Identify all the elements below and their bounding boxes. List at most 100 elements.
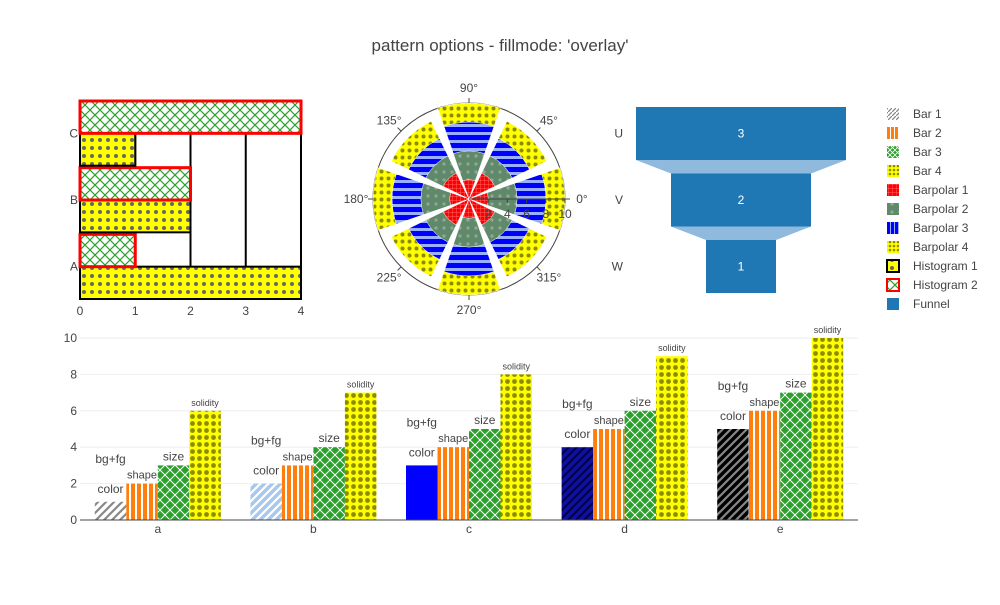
legend-label: Bar 1 xyxy=(913,107,942,121)
vertical-striped-blue-swatch xyxy=(887,222,899,234)
bar-y-tick-label: 10 xyxy=(64,331,78,345)
bar-y-tick-label: 4 xyxy=(70,440,77,454)
crosshatch-green-swatch xyxy=(887,146,899,158)
hist1-bar xyxy=(79,199,192,234)
polar-radial-tick-label: 10 xyxy=(558,207,572,221)
bar1-rect xyxy=(717,429,749,520)
bar2-text: shape xyxy=(749,397,779,409)
bar-panel: 0246810colorbg+fgshapesizesolidityacolor… xyxy=(64,325,858,536)
bar-y-tick-label: 8 xyxy=(70,367,77,381)
bar1-rect xyxy=(250,483,282,520)
bar2-rect xyxy=(281,465,314,520)
barpolar1-sector xyxy=(462,198,476,219)
legend-item: Histogram 2 xyxy=(886,278,978,292)
legend-item: Bar 3 xyxy=(887,145,942,159)
bar4-rect xyxy=(500,374,532,520)
bar4-rect xyxy=(811,338,844,520)
bar4-text: solidity xyxy=(814,325,842,335)
polar-angular-tick xyxy=(397,127,402,132)
bar2-text: shape xyxy=(127,470,157,482)
hist-x-tick-label: 3 xyxy=(242,304,249,318)
hist1-bar xyxy=(79,265,302,300)
barpolar1-sector xyxy=(468,172,496,200)
polar-angular-tick-label: 45° xyxy=(540,114,558,128)
barpolar2-sector xyxy=(453,150,485,200)
polar-angular-tick xyxy=(397,266,402,271)
legend-label: Bar 3 xyxy=(913,145,942,159)
legend-item: Barpolar 2 xyxy=(887,202,969,216)
legend-label: Bar 2 xyxy=(913,126,942,140)
bar-x-tick-label: a xyxy=(154,522,161,536)
bar3-rect xyxy=(780,392,812,520)
funnel-bar xyxy=(636,107,846,160)
bar-x-tick-label: d xyxy=(621,522,628,536)
bar3-text: size xyxy=(318,431,340,445)
polar-radial-tick-label: 8 xyxy=(542,207,549,221)
barpolar1-sector xyxy=(442,198,470,226)
bar3-rect xyxy=(157,465,190,520)
bar4-text: solidity xyxy=(191,398,219,408)
bar-x-tick-label: e xyxy=(777,522,784,536)
funnel-bar xyxy=(706,240,776,293)
bar3-text: size xyxy=(785,377,807,391)
crosshatch-green-red-swatch xyxy=(886,278,900,292)
legend-item: Barpolar 1 xyxy=(887,183,969,197)
legend-label: Bar 4 xyxy=(913,164,942,178)
bar2-rect xyxy=(748,410,781,520)
hist-x-tick-label: 2 xyxy=(187,304,194,318)
funnel-category-label: U xyxy=(614,127,623,141)
legend: Bar 1 Bar 2 Bar 3 Bar 4 Barpolar 1 Barpolar 2… xyxy=(886,107,978,311)
hist-x-tick-label: 4 xyxy=(298,304,305,318)
legend-label: Funnel xyxy=(913,297,950,311)
hist2-bar xyxy=(78,166,192,202)
bar1-upper-text: bg+fg xyxy=(251,434,281,448)
hist-y-tick-label: A xyxy=(70,260,78,274)
bar-x-tick-label: b xyxy=(310,522,317,536)
polar-angular-tick-label: 90° xyxy=(460,81,478,95)
chart-title: pattern options - fillmode: 'overlay' xyxy=(372,36,629,55)
bar2-rect xyxy=(593,429,625,520)
bar1-upper-text: bg+fg xyxy=(95,452,125,466)
polar-angular-tick-label: 180° xyxy=(344,192,369,206)
legend-item: Histogram 1 xyxy=(886,259,978,273)
bar3-rect xyxy=(313,447,345,520)
bar-x-tick-label: c xyxy=(466,522,472,536)
legend-item: Bar 4 xyxy=(887,164,942,178)
barpolar2-sector xyxy=(420,183,470,215)
grid-red-swatch xyxy=(887,184,899,196)
bar4-rect xyxy=(344,392,377,520)
bar4-text: solidity xyxy=(502,361,530,371)
hist-x-tick-label: 1 xyxy=(132,304,139,318)
bar1-lower-text: color xyxy=(98,482,124,496)
bar2-rect xyxy=(126,483,158,520)
barpolar1-sector xyxy=(468,198,496,226)
legend-item: Barpolar 3 xyxy=(887,221,969,235)
hist2-bar xyxy=(78,99,303,135)
legend-label: Barpolar 3 xyxy=(913,221,969,235)
bar2-text: shape xyxy=(438,433,468,445)
bar1-upper-text: bg+fg xyxy=(718,379,748,393)
bar3-text: size xyxy=(163,449,185,463)
legend-label: Barpolar 1 xyxy=(913,183,969,197)
funnel-category-label: V xyxy=(615,193,623,207)
legend-item: Bar 2 xyxy=(887,126,942,140)
hist2-bar xyxy=(78,232,137,269)
polar-angular-tick xyxy=(536,266,541,271)
bar3-rect xyxy=(624,410,657,520)
polar-angular-tick-label: 225° xyxy=(377,270,402,284)
bar-y-tick-label: 6 xyxy=(70,404,77,418)
polar-angular-tick-label: 0° xyxy=(576,192,588,206)
polar-angular-tick-label: 135° xyxy=(377,114,402,128)
bar1-rect xyxy=(561,447,594,520)
polar-radial-tick-label: 2 xyxy=(485,207,492,221)
bar2-text: shape xyxy=(594,415,624,427)
hist1-bar xyxy=(79,132,137,167)
bar3-rect xyxy=(469,429,501,520)
barpolar1-sector xyxy=(449,192,470,206)
bar1-rect xyxy=(406,465,438,520)
bar4-text: solidity xyxy=(347,380,375,390)
legend-label: Barpolar 2 xyxy=(913,202,969,216)
